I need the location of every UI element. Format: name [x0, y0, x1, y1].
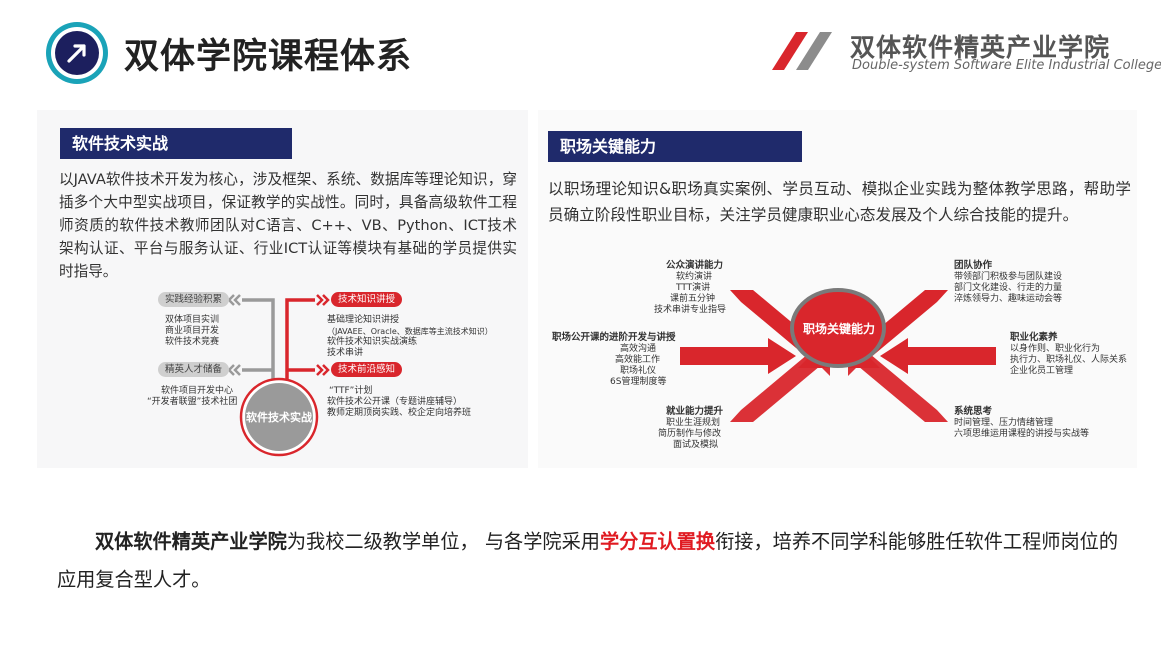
statement-college-name: 双体软件精英产业学院: [95, 530, 287, 553]
g5-item-3: 企业化员工管理: [1010, 366, 1074, 376]
arrow-up-left-icon: [848, 344, 948, 422]
pill-tech-teaching: 技术知识讲授: [331, 292, 403, 307]
arrow-up-right-icon: [46, 22, 108, 84]
software-paragraph: 以JAVA软件技术开发为核心，涉及框架、系统、数据库等理论知识，穿插多个大中型实…: [59, 171, 517, 280]
teaching-item-3: 软件技术知识实战演练: [327, 337, 418, 347]
g4-title: 团队协作: [954, 260, 993, 271]
software-tech-panel: 软件技术实战 以JAVA软件技术开发为核心，涉及框架、系统、数据库等理论知识，穿…: [37, 110, 528, 468]
g1-item-2: TTT演讲: [676, 283, 711, 293]
teaching-item-2: （JAVAEE、Oracle、数据库等主流技术知识）: [327, 327, 493, 336]
statement-credit-highlight: 学分互认置换: [599, 530, 716, 553]
g4-item-1: 带领部门积极参与团队建设: [954, 272, 1063, 282]
g2-item-2: 高效能工作: [615, 355, 661, 365]
g3-item-2: 简历制作与修改: [658, 429, 722, 439]
g2-item-3: 职场礼仪: [620, 366, 657, 376]
statement-text-1: 为我校二级教学单位， 与各学院采用: [286, 530, 600, 553]
arrow-left-icon: [880, 338, 996, 374]
elite-item-2: “开发者联盟”技术社团: [147, 397, 238, 407]
pill-tech-frontier: 技术前沿感知: [331, 362, 403, 377]
practice-item-2: 商业项目开发: [165, 326, 220, 336]
teaching-item-4: 技术串讲: [327, 348, 364, 358]
g6-item-2: 六项思维运用课程的讲授与实战等: [954, 429, 1090, 439]
elite-item-1: 软件项目开发中心: [161, 386, 234, 396]
section-heading-workplace: 职场关键能力: [548, 131, 802, 162]
g2-item-1: 高效沟通: [620, 344, 657, 354]
practice-item-3: 软件技术竞赛: [165, 337, 220, 347]
college-statement: 双体软件精英产业学院为我校二级教学单位， 与各学院采用学分互认置换衔接，培养不同…: [57, 523, 1137, 599]
section-heading-software: 软件技术实战: [60, 128, 292, 159]
pill-practice: 实践经验积累: [158, 292, 230, 307]
teaching-item-1: 基础理论知识讲授: [327, 315, 400, 325]
g3-title: 就业能力提升: [666, 406, 724, 417]
arrow-up-right-icon: [730, 344, 830, 422]
g1-item-4: 技术串讲专业指导: [654, 305, 727, 315]
page-title: 双体学院课程体系: [124, 37, 413, 77]
workplace-center-label: 职场关键能力: [802, 322, 875, 336]
g1-title: 公众演讲能力: [666, 260, 724, 271]
pill-elite-talent: 精英人才储备: [158, 362, 230, 377]
frontier-item-3: 教师定期顶岗实践、校企定向培养班: [327, 408, 472, 418]
logo-english-name: Double-system Software Elite Industrial …: [852, 58, 1161, 73]
software-center-label: 软件技术实战: [246, 411, 312, 424]
g4-item-2: 部门文化建设、行走的力量: [954, 283, 1063, 293]
g5-title: 职业化素养: [1010, 332, 1058, 343]
g3-item-1: 职业生涯规划: [666, 418, 721, 428]
chevron-left-icon: [227, 294, 241, 376]
g6-title: 系统思考: [954, 406, 993, 417]
practice-item-1: 双体项目实训: [165, 315, 220, 325]
g3-item-3: 面试及模拟: [673, 440, 719, 450]
g2-title: 职场公开课的进阶开发与讲授: [552, 332, 676, 343]
college-logo-icon: [772, 32, 832, 70]
logo-chinese-name: 双体软件精英产业学院: [850, 33, 1111, 62]
workplace-panel: 职场关键能力 以职场理论知识&职场真实案例、学员互动、模拟企业实践为整体教学思路…: [538, 110, 1137, 468]
g6-item-1: 时间管理、压力情绪管理: [954, 418, 1054, 428]
statement-text-2: 衔接，培养不同学科能够胜任软件工程师岗位的应用复合型人才。: [57, 530, 1119, 591]
g4-item-3: 淬炼领导力、趣味运动会等: [954, 294, 1063, 304]
g1-item-3: 课前五分钟: [670, 294, 716, 304]
frontier-item-1: “TTF”计划: [329, 386, 373, 396]
chevron-right-icon: [316, 294, 330, 376]
g1-item-1: 软约演讲: [676, 272, 713, 282]
software-diagram: [227, 294, 330, 457]
workplace-paragraph: 以职场理论知识&职场真实案例、学员互动、模拟企业实践为整体教学思路，帮助学员确立…: [548, 180, 1131, 224]
arrow-right-icon: [680, 338, 796, 374]
g2-item-4: 6S管理制度等: [610, 377, 667, 387]
workplace-diagram: [680, 288, 996, 422]
frontier-item-2: 软件技术公开课（专题讲座辅导）: [327, 397, 463, 407]
g5-item-1: 以身作则、职业化行为: [1010, 344, 1101, 354]
g5-item-2: 执行力、职场礼仪、人际关系: [1010, 355, 1128, 365]
